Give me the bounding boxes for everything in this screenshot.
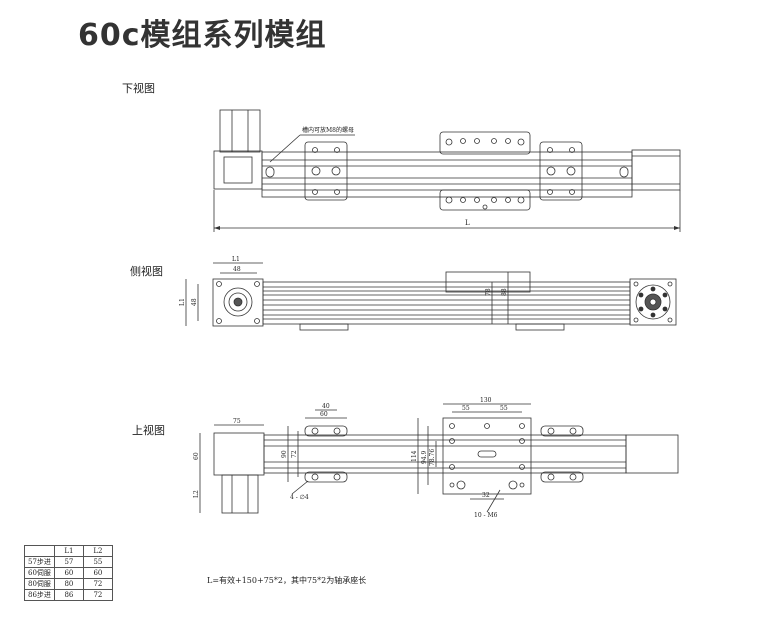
- side-dim-88: 88: [501, 288, 508, 296]
- side-bearing: [635, 284, 671, 320]
- spec-table-header-cell: [24, 545, 55, 557]
- top-dim-94-9: 94.9: [421, 450, 428, 464]
- top-dim-90: 90: [281, 450, 288, 458]
- spec-table-cell: 60: [53, 567, 84, 579]
- length-formula: L=有效+150+75*2，其中75*2为轴承座长: [207, 576, 367, 585]
- bottom-end-block: [631, 149, 681, 191]
- top-rail: [263, 434, 627, 474]
- spec-table-cell: 60伺服: [24, 567, 55, 579]
- page-title: 60c模组系列模组: [78, 18, 327, 53]
- side-rail: [262, 281, 631, 325]
- bottom-slot-annotation: 槽内可放M8的螺母: [302, 126, 354, 134]
- bottom-view-label: 下视图: [122, 82, 155, 95]
- top-end-block: [625, 434, 679, 474]
- top-dim-60-motor: 60: [193, 452, 200, 460]
- bottom-dim-length: L: [465, 219, 470, 227]
- spec-table-cell: 57: [53, 556, 84, 568]
- top-dim-55b: 55: [500, 405, 508, 412]
- side-dim-48-vertical: 48: [191, 298, 198, 306]
- side-end-block: [629, 278, 677, 326]
- spec-table-cell: 80: [53, 578, 84, 590]
- top-dim-75: 75: [233, 418, 241, 425]
- spec-table-cell: 55: [82, 556, 113, 568]
- side-dim-l1-vertical: L1: [179, 298, 186, 306]
- side-dim-78: 78: [485, 288, 492, 296]
- top-dim-78-76: 78.76: [429, 449, 436, 466]
- bottom-carriage-bottom: [439, 189, 531, 211]
- top-dim-130: 130: [480, 397, 492, 404]
- spec-table-cell: 60: [82, 567, 113, 579]
- side-dim-48: 48: [233, 266, 241, 273]
- spec-table-cell: 57步进: [24, 556, 55, 568]
- top-dim-72: 72: [291, 450, 298, 458]
- top-carriage-plate: [442, 417, 532, 495]
- bottom-right-bracket: [539, 141, 583, 201]
- spec-table-cell: 72: [82, 589, 113, 601]
- top-motor-block: [213, 432, 265, 476]
- top-hole-spec: 4 - ∅4: [290, 494, 309, 501]
- side-motor-shaft: [223, 287, 253, 317]
- spec-table-header-cell: L1: [53, 545, 84, 557]
- bottom-motor-body: [219, 109, 261, 153]
- top-dim-55a: 55: [462, 405, 470, 412]
- spec-table-cell: 86: [53, 589, 84, 601]
- top-dim-114: 114: [411, 450, 418, 462]
- top-view: 75 60 L2 60 40 90 72 130 55 55 114 94.9 …: [193, 397, 679, 519]
- spec-table-cell: 72: [82, 578, 113, 590]
- side-view-label: 侧视图: [130, 265, 163, 278]
- side-carriage: [445, 271, 531, 293]
- top-view-label: 上视图: [132, 424, 165, 437]
- side-view: L1 48 L1 48 78 88: [179, 256, 677, 331]
- spec-table-header-cell: L2: [82, 545, 113, 557]
- top-dim-l2: L2: [193, 490, 200, 498]
- side-dim-l1: L1: [232, 256, 240, 263]
- bottom-left-bracket: [304, 141, 348, 201]
- bottom-carriage-top: [439, 131, 531, 155]
- spec-table-cell: 80伺服: [24, 578, 55, 590]
- top-dim-32: 32: [482, 492, 490, 499]
- spec-table-cell: 86步进: [24, 589, 55, 601]
- top-motor-body: [221, 474, 259, 514]
- bottom-view: 槽内可放M8的螺母 L: [213, 109, 681, 232]
- top-dim-60: 60: [320, 411, 328, 418]
- top-dim-40: 40: [322, 403, 330, 410]
- top-thread-spec: 10 - M6: [474, 512, 498, 519]
